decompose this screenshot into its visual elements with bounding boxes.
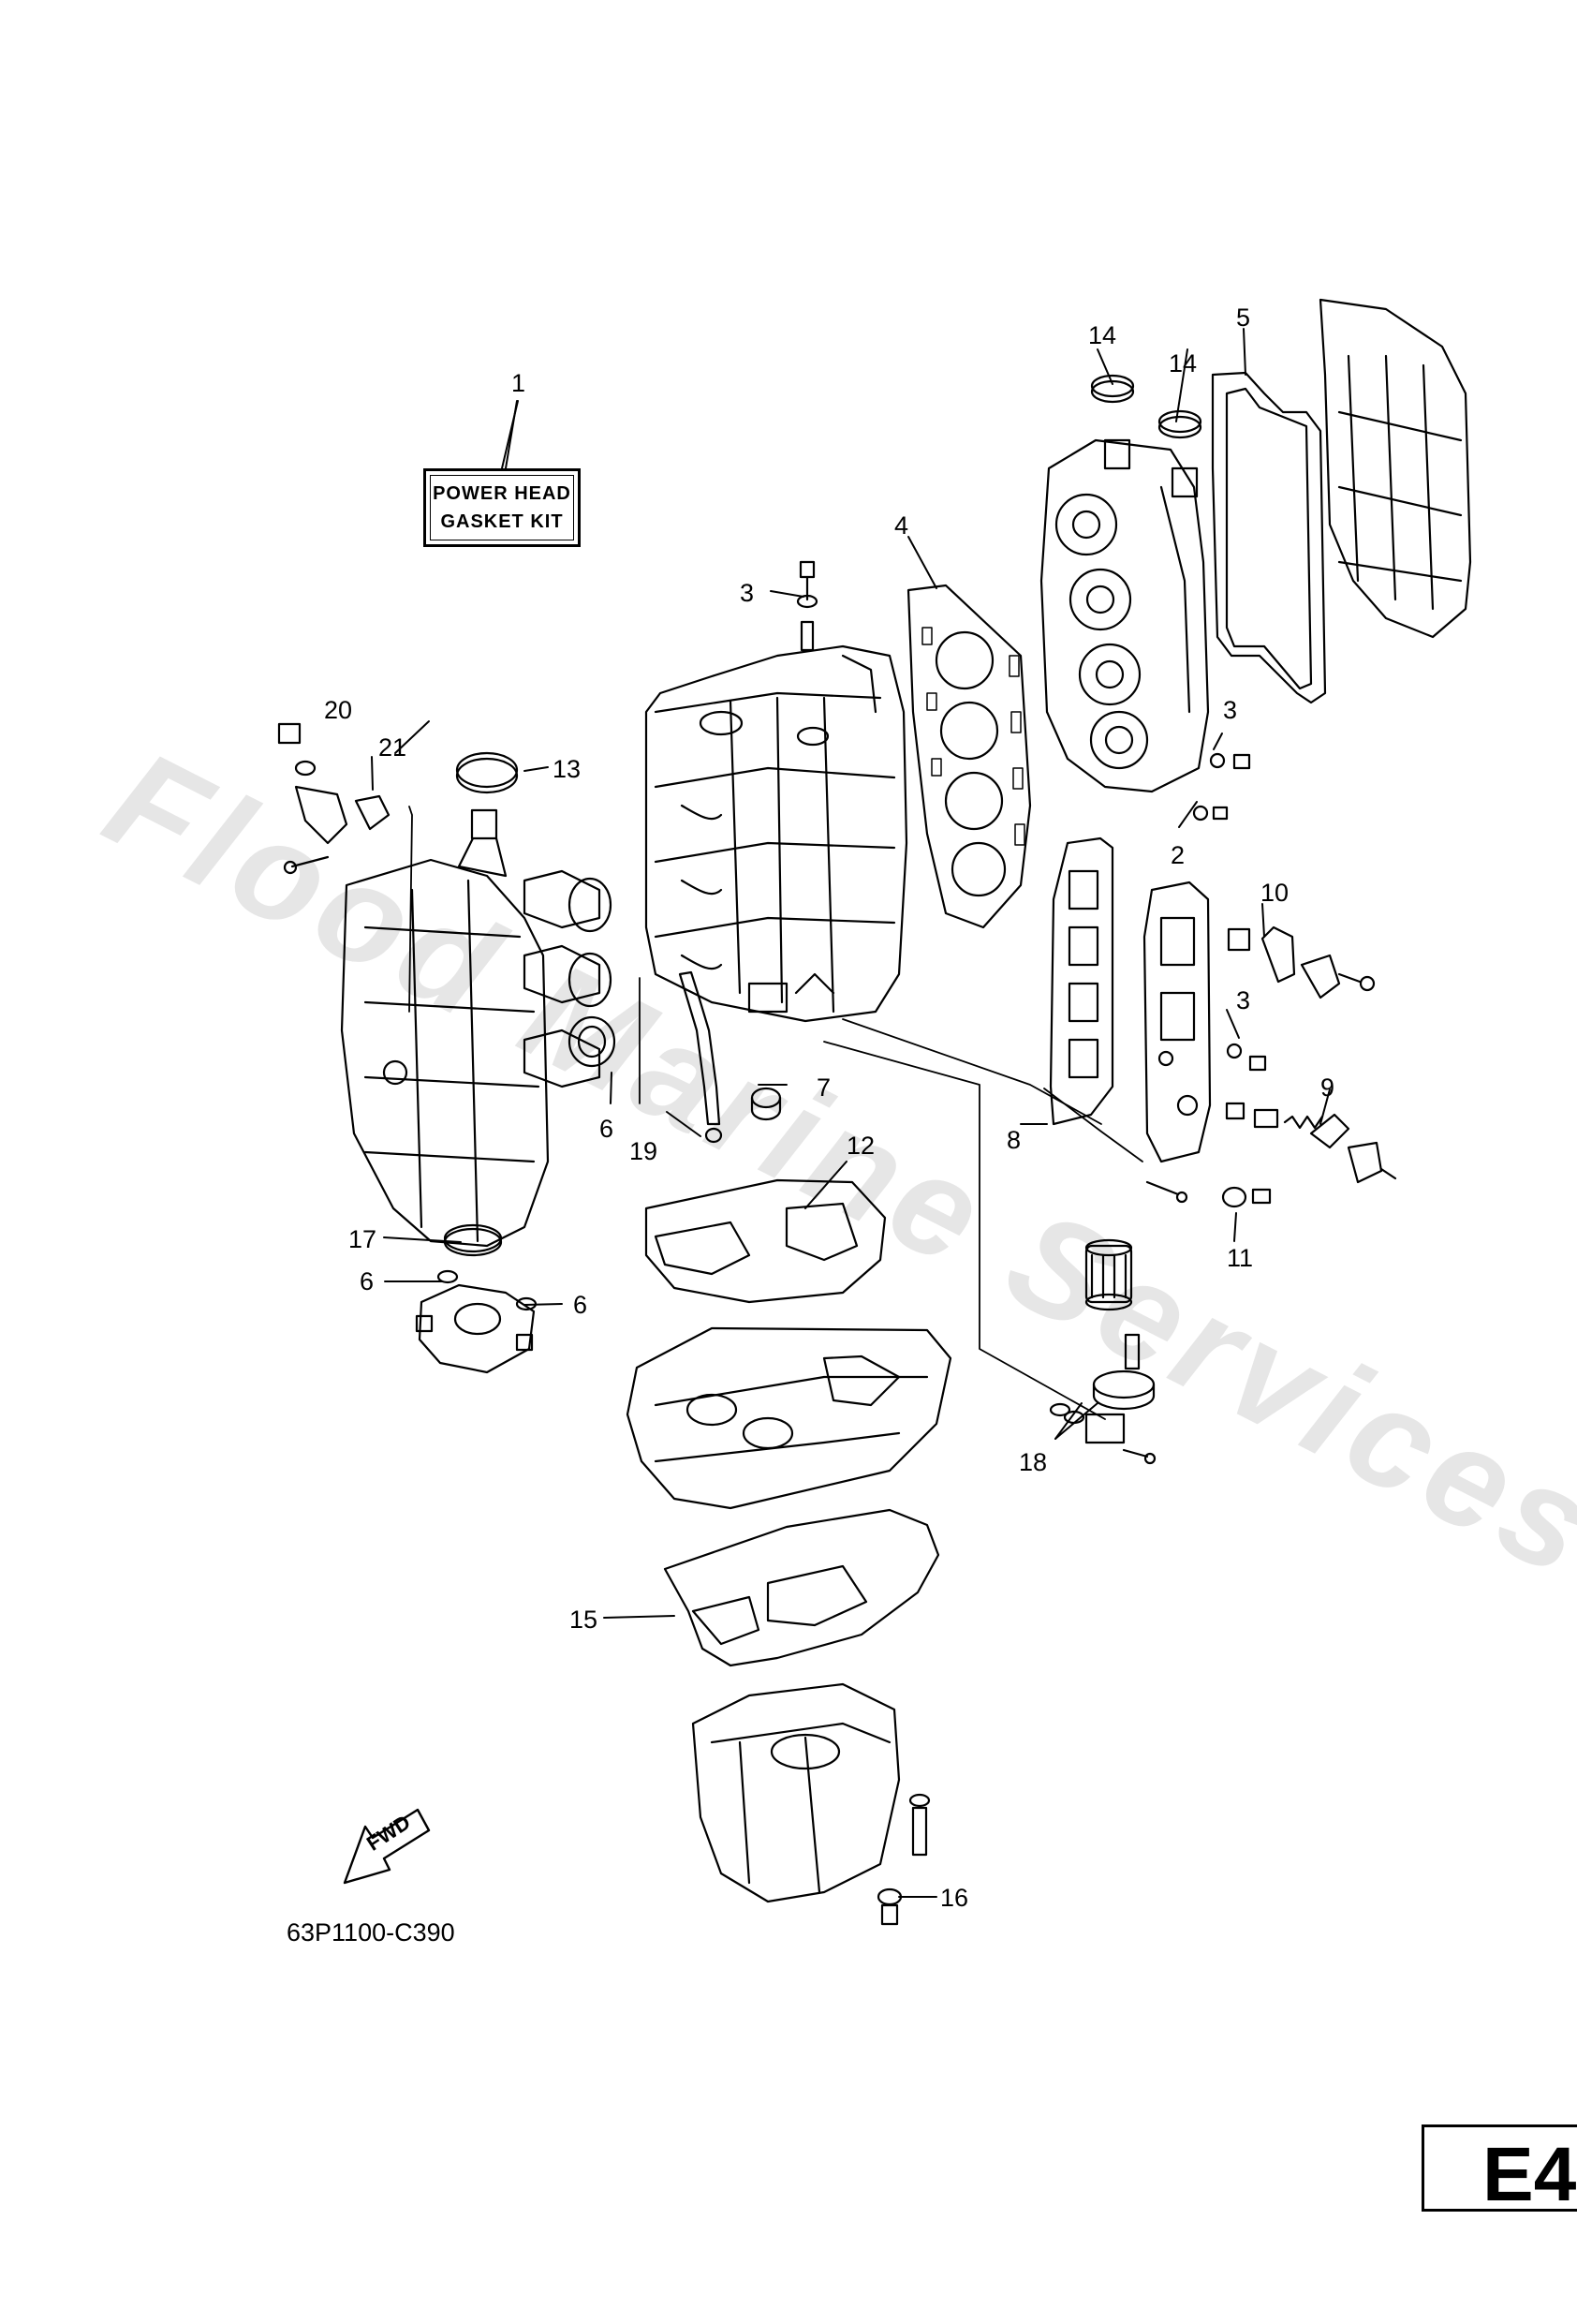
exhaust-gasket bbox=[1049, 836, 1114, 1126]
gasket-12 bbox=[644, 1178, 887, 1304]
page-tag-text: E4 bbox=[1482, 2132, 1577, 2217]
o-ring-6-top bbox=[382, 1059, 408, 1086]
callout-3-right-upper: 3 bbox=[1223, 696, 1238, 724]
callout-11: 11 bbox=[1227, 1244, 1254, 1272]
callout-10: 10 bbox=[1260, 879, 1290, 907]
o-ring-19 bbox=[704, 1127, 723, 1144]
oil-pan bbox=[691, 1682, 901, 1903]
dipstick-tube bbox=[678, 970, 721, 1126]
fwd-arrow-icon bbox=[343, 1808, 431, 1885]
callout-6-right: 6 bbox=[573, 1291, 588, 1319]
o-rings-18 bbox=[1049, 1402, 1085, 1425]
callout-1: 1 bbox=[511, 369, 526, 397]
cylinder-head bbox=[1039, 438, 1210, 793]
callout-21: 21 bbox=[378, 733, 407, 762]
o-ring-6-right bbox=[515, 1296, 538, 1311]
o-ring-6-left bbox=[436, 1269, 459, 1284]
callout-6-top: 6 bbox=[599, 1115, 614, 1143]
page-tag: E4 bbox=[1422, 2124, 1577, 2217]
callout-16: 16 bbox=[940, 1884, 969, 1912]
seal-17 bbox=[443, 1223, 503, 1257]
exhaust-cover bbox=[1142, 881, 1212, 1163]
callout-14-left: 14 bbox=[1088, 321, 1117, 349]
drain-plug-16 bbox=[877, 1793, 931, 1926]
kit-label-line1: POWER HEAD bbox=[433, 483, 571, 504]
oil-filter bbox=[1084, 1238, 1133, 1311]
callout-13: 13 bbox=[553, 755, 582, 783]
seal-11 bbox=[1145, 1180, 1272, 1208]
callout-4: 4 bbox=[894, 511, 909, 540]
pistons bbox=[523, 869, 616, 1088]
oil-seal-14 bbox=[1090, 374, 1202, 439]
gasket-21 bbox=[354, 794, 391, 831]
crankcase bbox=[340, 858, 550, 1248]
bolt-3-top bbox=[796, 560, 818, 652]
callout-6-left: 6 bbox=[360, 1267, 375, 1295]
crankshaft-seal-13 bbox=[455, 751, 519, 794]
callout-3-top: 3 bbox=[740, 579, 755, 607]
callout-19: 19 bbox=[629, 1137, 658, 1165]
exhaust-guide bbox=[626, 1326, 952, 1510]
callout-2: 2 bbox=[1171, 841, 1186, 869]
leader-lines bbox=[371, 328, 1331, 1898]
fitting-20 bbox=[277, 722, 348, 875]
callout-15: 15 bbox=[569, 1606, 598, 1634]
seal-7 bbox=[750, 1087, 782, 1121]
bolt-3-right bbox=[1226, 1043, 1267, 1072]
head-gasket bbox=[906, 584, 1032, 929]
valve-9 bbox=[1225, 1102, 1397, 1184]
reference-lines bbox=[408, 806, 1143, 1420]
callout-7: 7 bbox=[817, 1073, 832, 1102]
kit-label-line2: GASKET KIT bbox=[440, 511, 564, 532]
callout-3-right-lower: 3 bbox=[1236, 986, 1251, 1014]
oil-strainer bbox=[1084, 1333, 1157, 1465]
callout-8: 8 bbox=[1007, 1126, 1022, 1154]
callout-9: 9 bbox=[1320, 1073, 1335, 1102]
callout-12: 12 bbox=[847, 1132, 876, 1160]
power-head-gasket-kit-label: POWER HEAD GASKET KIT bbox=[423, 468, 581, 547]
bolts-head-right bbox=[1192, 752, 1251, 822]
crank-nose bbox=[457, 808, 508, 878]
head-cover bbox=[1319, 298, 1472, 639]
thermostat-10 bbox=[1227, 925, 1376, 999]
cylinder-block bbox=[644, 644, 908, 1023]
diagram-part-code: 63P1100-C390 bbox=[287, 1918, 455, 1947]
callout-18: 18 bbox=[1019, 1448, 1048, 1476]
callout-14-right: 14 bbox=[1169, 349, 1198, 377]
callout-20: 20 bbox=[324, 696, 353, 724]
gasket-15 bbox=[663, 1508, 940, 1667]
oil-pump-housing bbox=[415, 1283, 536, 1374]
callout-17: 17 bbox=[348, 1225, 377, 1253]
head-cover-gasket bbox=[1211, 371, 1327, 704]
callout-5: 5 bbox=[1236, 303, 1251, 332]
